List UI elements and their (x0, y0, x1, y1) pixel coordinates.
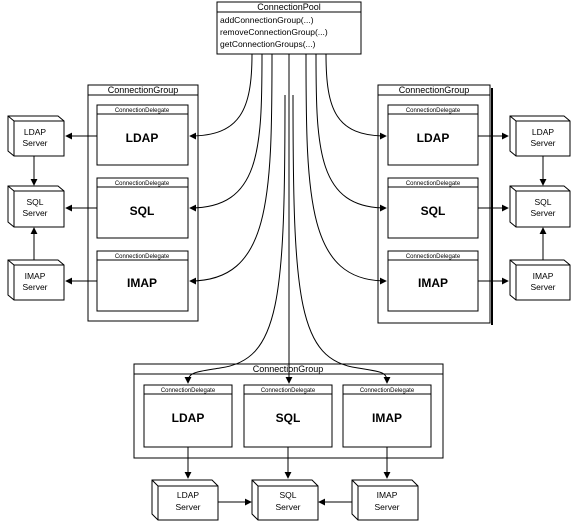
connector-left-imap (189, 53, 273, 285)
server-name: IMAP (25, 271, 46, 281)
delegate-title: ConnectionDelegate (115, 254, 170, 260)
right-server-imap: IMAP Server (509, 259, 571, 301)
delegate-server-arrows (30, 132, 547, 506)
left-server-sql: SQL Server (7, 185, 65, 228)
left-delegate-sql: ConnectionDelegate SQL (96, 177, 189, 239)
delegate-title: ConnectionDelegate (115, 181, 170, 187)
server-label: Server (22, 208, 47, 218)
connector-bottom-imap (292, 94, 391, 384)
right-server-ldap: LDAP Server (509, 115, 571, 157)
bottom-delegate-imap: ConnectionDelegate IMAP (342, 384, 432, 448)
group-right-title: ConnectionGroup (399, 85, 470, 95)
delegate-title: ConnectionDelegate (360, 388, 415, 394)
delegate-label-ldap: LDAP (172, 411, 205, 425)
delegate-title: ConnectionDelegate (115, 108, 170, 114)
server-name: SQL (26, 197, 43, 207)
pool-connectors (184, 53, 391, 384)
delegate-label-sql: SQL (130, 204, 155, 218)
delegate-label-imap: IMAP (127, 276, 157, 290)
connector-right-imap (305, 53, 387, 285)
connection-group-left: ConnectionGroup ConnectionDelegate LDAP … (87, 84, 199, 322)
left-server-imap: IMAP Server (7, 259, 65, 301)
pool-method-add: addConnectionGroup(...) (220, 15, 314, 25)
connector-left-ldap (189, 53, 253, 140)
delegate-title: ConnectionDelegate (406, 181, 461, 187)
left-delegate-ldap: ConnectionDelegate LDAP (96, 104, 189, 166)
server-name: LDAP (24, 127, 47, 137)
connector-left-sql (189, 53, 263, 212)
connector-right-ldap (325, 53, 387, 140)
delegate-label-ldap: LDAP (126, 131, 159, 145)
delegate-title: ConnectionDelegate (406, 254, 461, 260)
server-label: Server (22, 138, 47, 148)
server-name: IMAP (377, 490, 398, 500)
bottom-delegate-ldap: ConnectionDelegate LDAP (143, 384, 233, 448)
connection-pool: ConnectionPool addConnectionGroup(...) r… (216, 1, 362, 55)
server-label: Server (22, 282, 47, 292)
delegate-label-sql: SQL (421, 204, 446, 218)
connection-pool-title: ConnectionPool (257, 2, 321, 12)
server-label: Server (374, 502, 399, 512)
connector-bottom-ldap (184, 94, 286, 384)
bottom-server-imap: IMAP Server (351, 479, 419, 521)
group-bottom-title: ConnectionGroup (253, 364, 324, 374)
connection-group-right: ConnectionGroup ConnectionDelegate LDAP … (377, 84, 493, 325)
right-delegate-ldap: ConnectionDelegate LDAP (387, 104, 479, 166)
server-name: SQL (279, 490, 296, 500)
right-delegate-imap: ConnectionDelegate IMAP (387, 250, 479, 312)
group-left-title: ConnectionGroup (108, 85, 179, 95)
server-label: Server (530, 138, 555, 148)
connection-pool-box (216, 1, 362, 55)
server-name: LDAP (532, 127, 555, 137)
delegate-label-imap: IMAP (418, 276, 448, 290)
left-server-ldap: LDAP Server (7, 115, 65, 157)
delegate-label-imap: IMAP (372, 411, 402, 425)
right-delegate-sql: ConnectionDelegate SQL (387, 177, 479, 239)
delegate-label-ldap: LDAP (417, 131, 450, 145)
delegate-label-sql: SQL (276, 411, 301, 425)
delegate-title: ConnectionDelegate (406, 108, 461, 114)
left-delegate-imap: ConnectionDelegate IMAP (96, 250, 189, 312)
server-name: SQL (534, 197, 551, 207)
bottom-server-ldap: LDAP Server (151, 479, 219, 521)
server-name: IMAP (533, 271, 554, 281)
server-label: Server (275, 502, 300, 512)
server-label: Server (175, 502, 200, 512)
bottom-server-sql: SQL Server (251, 479, 319, 521)
delegate-title: ConnectionDelegate (261, 388, 316, 394)
server-label: Server (530, 208, 555, 218)
server-name: LDAP (177, 490, 200, 500)
pool-method-remove: removeConnectionGroup(...) (220, 27, 328, 37)
server-label: Server (530, 282, 555, 292)
delegate-title: ConnectionDelegate (161, 388, 216, 394)
pool-method-get: getConnectionGroups(...) (220, 39, 316, 49)
connector-right-sql (315, 53, 387, 212)
bottom-delegate-sql: ConnectionDelegate SQL (243, 384, 333, 448)
right-server-sql: SQL Server (509, 185, 571, 228)
